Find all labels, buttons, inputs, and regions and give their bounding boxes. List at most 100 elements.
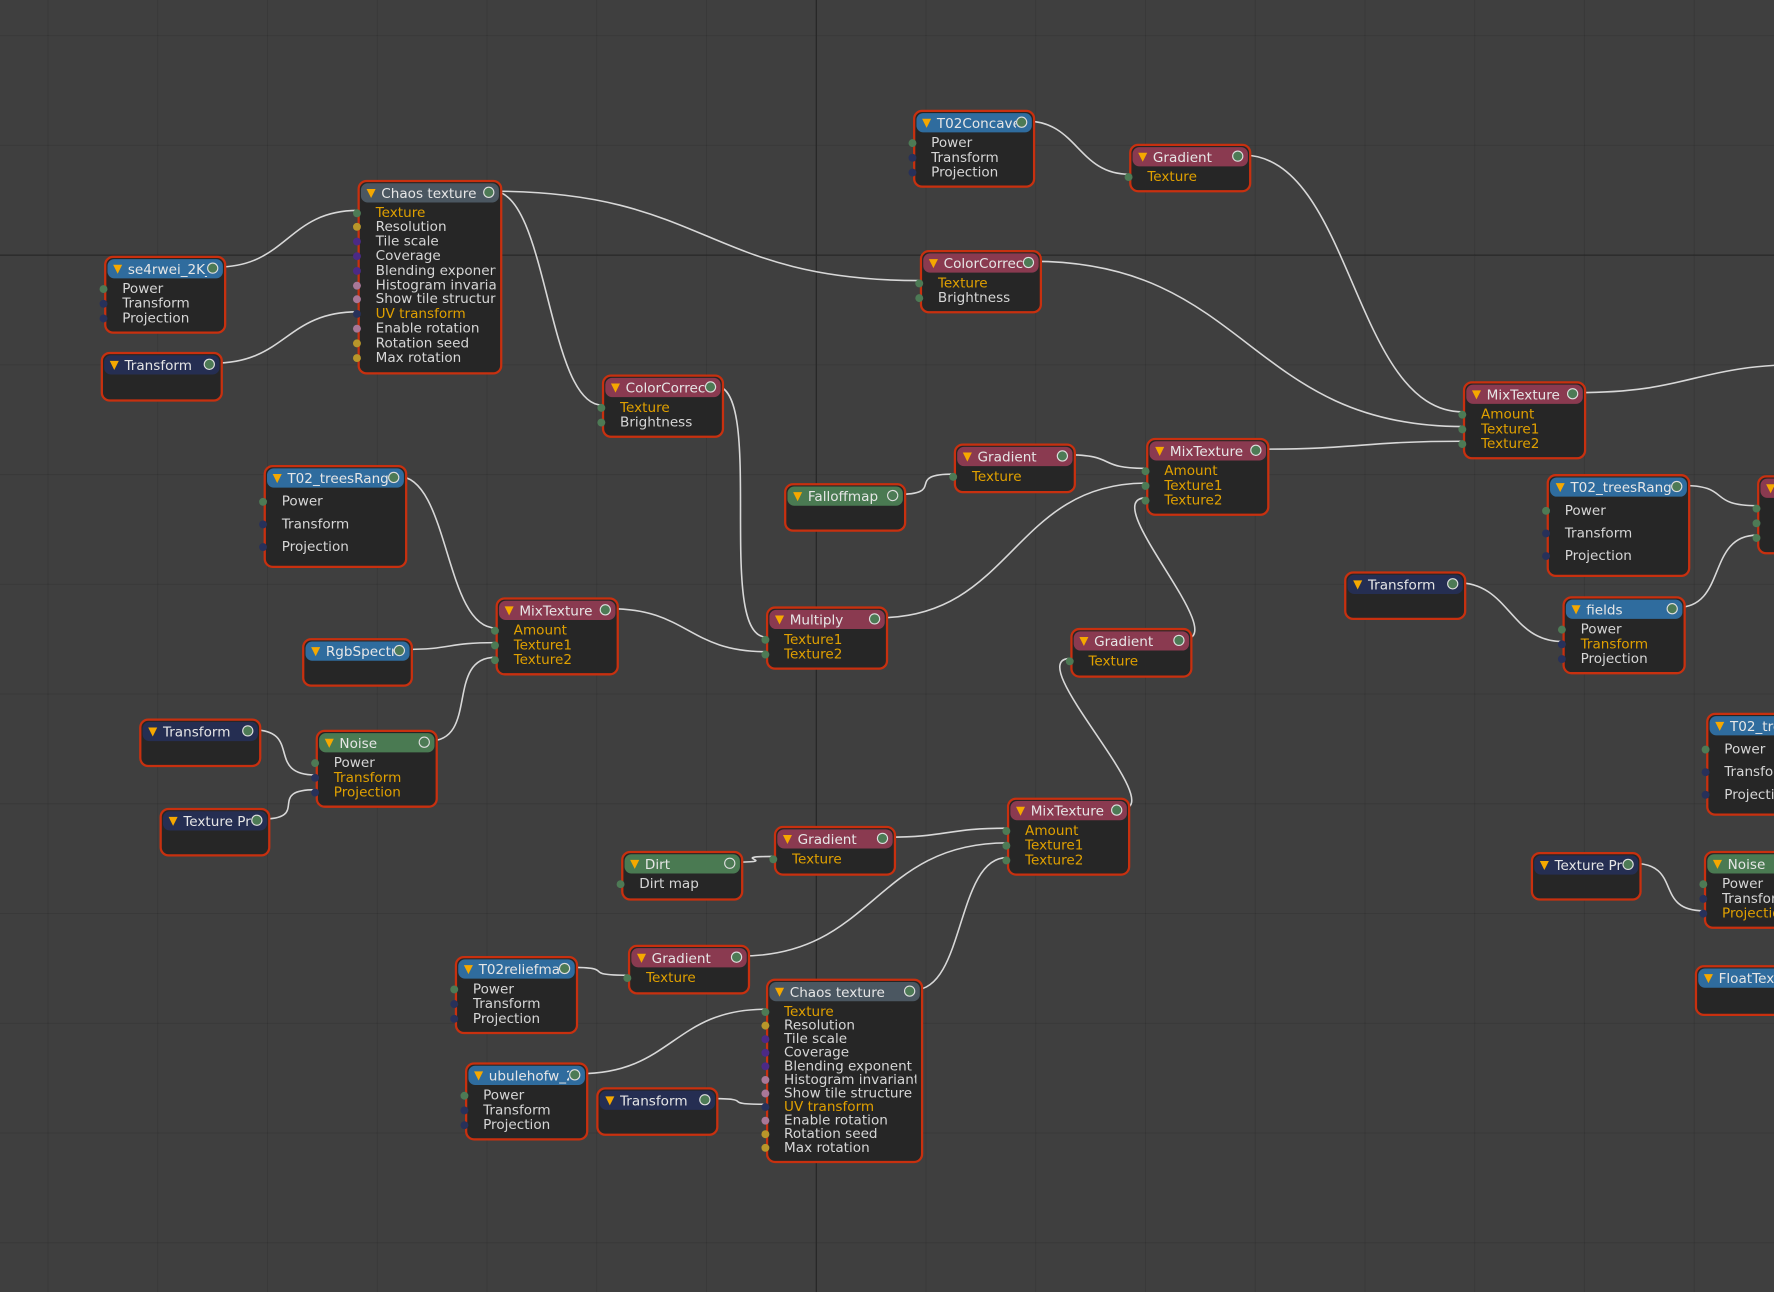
node-falloff[interactable]: Falloffmap bbox=[784, 483, 907, 532]
input-socket-icon[interactable] bbox=[491, 640, 499, 649]
node-header[interactable]: ColorCorrection bbox=[923, 253, 1039, 273]
collapse-triangle-icon[interactable] bbox=[793, 491, 803, 501]
input-socket-icon[interactable] bbox=[761, 1075, 770, 1084]
node-header[interactable]: T02_treesRange bbox=[1550, 477, 1687, 497]
input-socket-icon[interactable] bbox=[259, 519, 268, 528]
input-socket-icon[interactable] bbox=[1002, 841, 1011, 850]
node-grad2[interactable]: Gradient Texture bbox=[949, 443, 1076, 494]
node-header[interactable]: Gradient bbox=[1132, 147, 1248, 167]
input-socket-icon[interactable] bbox=[761, 1021, 770, 1030]
link-wire[interactable] bbox=[879, 482, 1147, 619]
node-header[interactable]: Chaos texture bbox=[360, 183, 499, 203]
node-edgemix[interactable] bbox=[1752, 475, 1774, 555]
collapse-triangle-icon[interactable] bbox=[605, 1095, 615, 1105]
input-socket-icon[interactable] bbox=[352, 208, 361, 217]
input-socket-icon[interactable] bbox=[761, 1102, 770, 1111]
input-socket-icon[interactable] bbox=[915, 278, 924, 287]
node-transform2[interactable]: Transform bbox=[1344, 571, 1467, 621]
input-socket-icon[interactable] bbox=[761, 1088, 770, 1097]
node-header[interactable]: Noise bbox=[319, 733, 435, 753]
link-wire[interactable] bbox=[609, 607, 766, 653]
collapse-triangle-icon[interactable] bbox=[962, 451, 972, 462]
output-socket-icon[interactable] bbox=[1671, 480, 1683, 493]
output-socket-icon[interactable] bbox=[207, 262, 219, 274]
input-socket-icon[interactable] bbox=[1701, 790, 1710, 799]
input-socket-icon[interactable] bbox=[352, 252, 361, 261]
node-header[interactable]: Texture Projection bbox=[162, 811, 268, 831]
collapse-triangle-icon[interactable] bbox=[610, 382, 621, 393]
input-socket-icon[interactable] bbox=[460, 1105, 469, 1114]
output-socket-icon[interactable] bbox=[558, 962, 571, 975]
input-socket-icon[interactable] bbox=[1458, 439, 1467, 448]
input-socket-icon[interactable] bbox=[352, 295, 361, 304]
input-socket-icon[interactable] bbox=[1752, 533, 1761, 542]
input-socket-icon[interactable] bbox=[352, 324, 361, 333]
collapse-triangle-icon[interactable] bbox=[775, 614, 785, 624]
output-socket-icon[interactable] bbox=[1173, 634, 1185, 647]
node-header[interactable]: Gradient bbox=[631, 948, 747, 968]
node-header[interactable]: Transform bbox=[104, 355, 220, 375]
output-socket-icon[interactable] bbox=[1622, 858, 1634, 871]
collapse-triangle-icon[interactable] bbox=[775, 987, 785, 997]
input-socket-icon[interactable] bbox=[352, 310, 361, 319]
input-socket-icon[interactable] bbox=[450, 984, 459, 993]
output-socket-icon[interactable] bbox=[393, 644, 406, 657]
link-wire[interactable] bbox=[398, 475, 496, 629]
input-socket-icon[interactable] bbox=[352, 223, 361, 232]
input-socket-icon[interactable] bbox=[1542, 528, 1551, 537]
link-wire[interactable] bbox=[493, 190, 920, 282]
output-socket-icon[interactable] bbox=[242, 725, 254, 737]
node-header[interactable]: ColorCorrection bbox=[605, 377, 721, 398]
link-wire[interactable] bbox=[1026, 120, 1130, 176]
input-socket-icon[interactable] bbox=[1752, 518, 1761, 527]
input-socket-icon[interactable] bbox=[949, 472, 958, 481]
output-socket-icon[interactable] bbox=[203, 358, 215, 370]
node-header[interactable]: Chaos texture bbox=[769, 982, 920, 1002]
collapse-triangle-icon[interactable] bbox=[1015, 806, 1026, 816]
collapse-triangle-icon[interactable] bbox=[1079, 636, 1089, 646]
link-wire[interactable] bbox=[1066, 454, 1147, 470]
node-header[interactable] bbox=[1760, 478, 1774, 498]
input-socket-icon[interactable] bbox=[450, 1014, 459, 1023]
link-wire[interactable] bbox=[1260, 440, 1463, 450]
collapse-triangle-icon[interactable] bbox=[311, 646, 321, 656]
collapse-triangle-icon[interactable] bbox=[1353, 579, 1363, 589]
input-socket-icon[interactable] bbox=[1141, 481, 1150, 490]
input-socket-icon[interactable] bbox=[761, 1061, 770, 1070]
output-socket-icon[interactable] bbox=[1232, 150, 1244, 162]
output-socket-icon[interactable] bbox=[569, 1069, 581, 1081]
collapse-triangle-icon[interactable] bbox=[1766, 483, 1774, 493]
input-socket-icon[interactable] bbox=[1557, 625, 1566, 634]
input-socket-icon[interactable] bbox=[1002, 826, 1011, 835]
output-socket-icon[interactable] bbox=[868, 613, 881, 625]
input-socket-icon[interactable] bbox=[99, 313, 108, 322]
input-socket-icon[interactable] bbox=[1699, 879, 1708, 888]
collapse-triangle-icon[interactable] bbox=[113, 264, 123, 274]
output-socket-icon[interactable] bbox=[699, 1094, 711, 1106]
collapse-triangle-icon[interactable] bbox=[1555, 482, 1565, 492]
output-socket-icon[interactable] bbox=[1022, 256, 1035, 269]
collapse-triangle-icon[interactable] bbox=[148, 726, 158, 736]
collapse-triangle-icon[interactable] bbox=[366, 188, 376, 198]
node-header[interactable]: Transform bbox=[599, 1090, 716, 1110]
node-rgb[interactable]: RgbSpectrum bbox=[302, 638, 413, 687]
output-socket-icon[interactable] bbox=[1447, 578, 1459, 590]
collapse-triangle-icon[interactable] bbox=[504, 605, 514, 615]
link-wire[interactable] bbox=[1577, 364, 1774, 394]
input-socket-icon[interactable] bbox=[1542, 506, 1551, 515]
node-grad4[interactable]: Gradient Texture bbox=[769, 825, 897, 876]
node-header[interactable]: T02Concave bbox=[916, 113, 1032, 133]
node-header[interactable]: Gradient bbox=[1073, 631, 1190, 651]
input-socket-icon[interactable] bbox=[352, 266, 361, 275]
link-wire[interactable] bbox=[493, 190, 602, 406]
